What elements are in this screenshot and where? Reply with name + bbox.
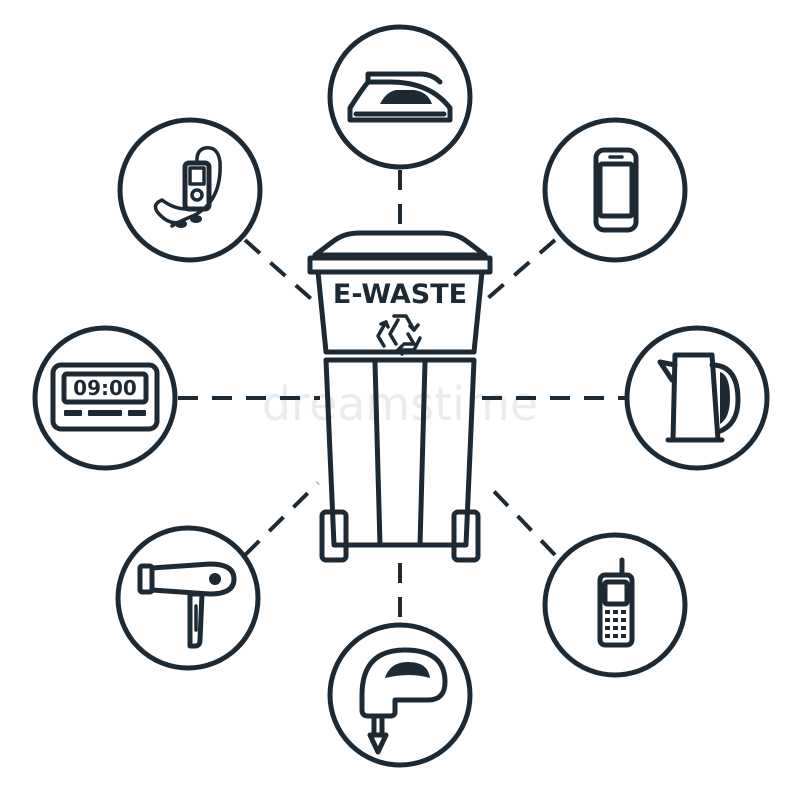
hand-mixer-icon: [359, 647, 448, 755]
digital-clock-circle: 09:00: [32, 325, 178, 471]
connector-hair-dryer: [243, 481, 320, 557]
bin-wheel-left: [319, 509, 349, 563]
connector-mp3-player: [243, 238, 320, 307]
kettle-ring: [624, 325, 770, 471]
hair-dryer-circle: [115, 525, 261, 671]
iron-circle: [327, 24, 473, 170]
cell-phone-circle: [542, 532, 688, 678]
connectors: [178, 170, 625, 625]
mp3-player-icon: [153, 146, 222, 228]
recycle-icon: [376, 314, 422, 356]
bin-lid-top: [312, 230, 488, 258]
mp3-player-circle: [117, 117, 263, 263]
kettle-icon: [657, 352, 741, 443]
smartphone-icon: [593, 147, 639, 233]
connector-cell-phone: [484, 481, 557, 557]
mp3-player-ring: [117, 117, 263, 263]
connector-smartphone: [478, 238, 557, 307]
watermark-text: dreamstime: [262, 377, 538, 431]
bin-ridge-left: [372, 359, 383, 548]
kettle-circle: [624, 325, 770, 471]
hair-dryer-icon: [137, 561, 237, 649]
hand-mixer-ring: [327, 622, 473, 768]
clock-time: 09:00: [73, 376, 137, 400]
bin-ridge-right: [417, 359, 428, 548]
e-waste-bin: E-WASTE: [307, 230, 493, 563]
hand-mixer-circle: [327, 622, 473, 768]
bin-wheel-right: [451, 509, 481, 563]
bin-label: E-WASTE: [333, 279, 467, 310]
smartphone-ring: [542, 117, 688, 263]
smartphone-circle: [542, 117, 688, 263]
digital-clock-icon: 09:00: [50, 362, 160, 432]
cell-phone-icon: [597, 557, 635, 648]
iron-icon: [347, 71, 453, 123]
bin-lid-rim: [307, 255, 493, 275]
